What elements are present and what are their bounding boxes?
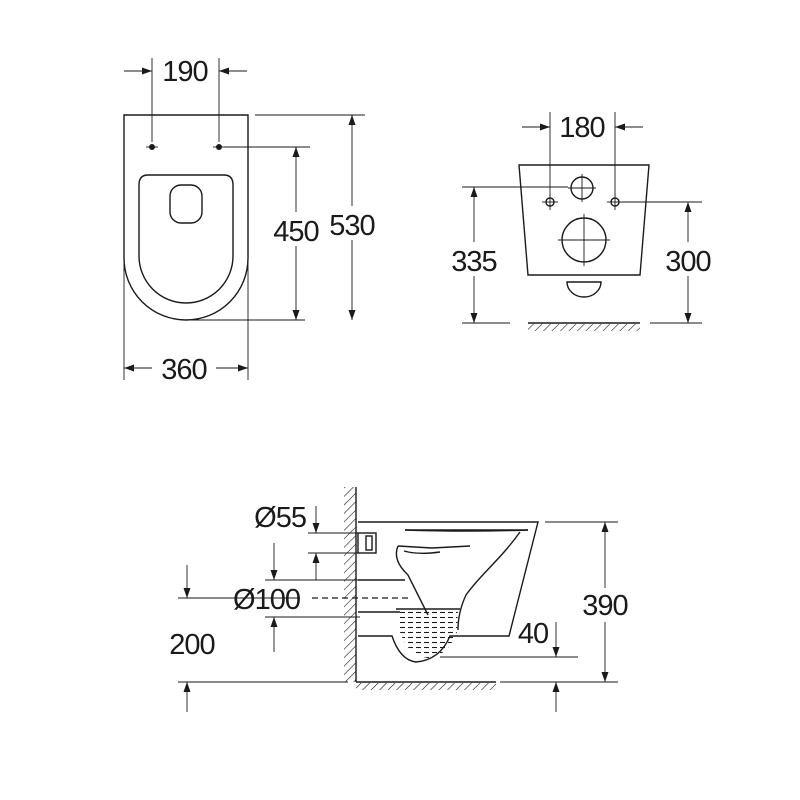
- flush-rim: [169, 184, 203, 224]
- dim-seat-depth: 450: [273, 216, 318, 248]
- rear-view: 180 335 300: [446, 112, 716, 331]
- seat-opening: [138, 174, 234, 304]
- rear-outlet-circle: [558, 214, 610, 266]
- dim-rear-right-height: 300: [665, 246, 710, 278]
- dim-total-depth: 530: [329, 210, 374, 242]
- rear-outlet: [566, 281, 602, 298]
- rear-inlet-circle: [568, 174, 596, 202]
- toilet-top-outline: [123, 114, 249, 321]
- toilet-rear-outline: [518, 164, 650, 276]
- top-view: 190 450 530 360: [123, 56, 380, 386]
- dim-outlet-diameter: Ø100: [233, 584, 300, 616]
- dim-rear-hole-spacing: 180: [559, 112, 604, 144]
- bowl-water: [398, 609, 458, 658]
- dim-total-height: 390: [582, 590, 627, 622]
- floor-hatch: [356, 683, 496, 690]
- dim-width: 360: [161, 354, 206, 386]
- outlet-pipe: [358, 579, 405, 613]
- wall-hatch: [344, 487, 356, 682]
- mounting-hole-right: [213, 144, 225, 150]
- inlet-connector: [357, 532, 377, 554]
- dim-top-hole-spacing: 190: [162, 56, 207, 88]
- dim-outlet-height: 200: [169, 629, 214, 661]
- rear-bolt-left: [542, 194, 558, 210]
- side-view: Ø55 Ø100 200 390 40: [169, 487, 633, 712]
- dim-bowl-depth: 40: [518, 618, 548, 650]
- dim-inlet-diameter: Ø55: [254, 502, 306, 534]
- dim-rear-left-height: 335: [451, 246, 496, 278]
- mounting-hole-left: [146, 144, 158, 150]
